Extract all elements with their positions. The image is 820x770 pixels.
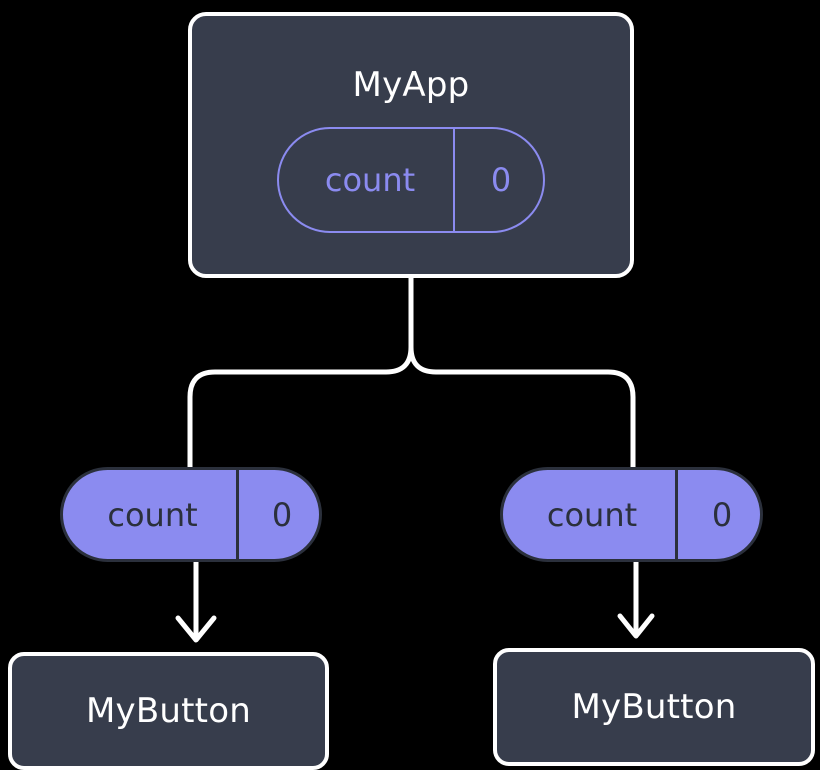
connector-root-to-left — [187, 274, 414, 470]
state-pill-root[interactable]: count 0 — [277, 127, 545, 233]
component-title-mybutton-right: MyButton — [571, 687, 737, 727]
state-key-root: count — [324, 161, 416, 199]
component-node-myapp[interactable]: MyApp — [188, 12, 634, 278]
component-title-mybutton-left: MyButton — [86, 691, 251, 731]
component-node-mybutton-left[interactable]: MyButton — [8, 652, 329, 770]
arrow-left-head-icon — [175, 615, 217, 643]
state-pill-branch-right[interactable]: count 0 — [500, 467, 763, 562]
state-pill-branch-left[interactable]: count 0 — [60, 467, 322, 562]
arrow-right-head-icon — [617, 613, 655, 639]
state-key-branch-left: count — [107, 495, 198, 534]
state-key-branch-right: count — [546, 495, 638, 534]
component-title-myapp: MyApp — [352, 65, 470, 105]
state-value-branch-right: 0 — [675, 470, 760, 559]
state-value-branch-left: 0 — [236, 470, 319, 559]
component-node-mybutton-right[interactable]: MyButton — [493, 648, 815, 766]
connector-root-to-right — [408, 274, 636, 470]
state-value-root: 0 — [453, 129, 543, 231]
